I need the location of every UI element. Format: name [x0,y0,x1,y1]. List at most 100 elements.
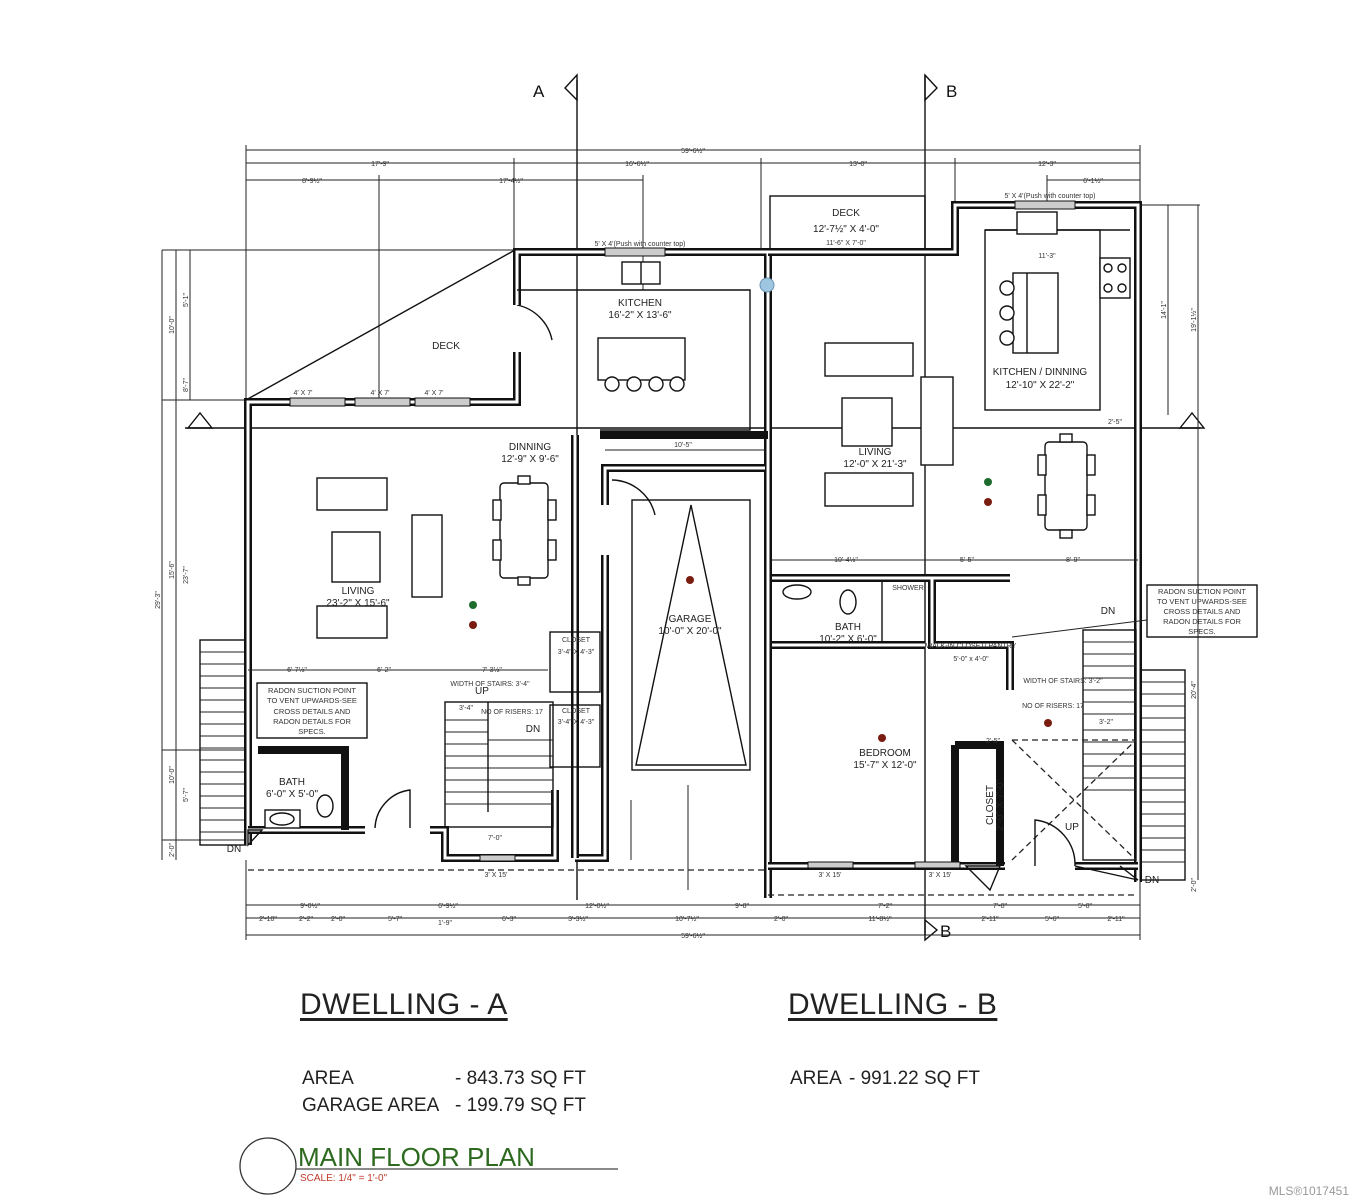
mls-watermark: MLS®1017451 [1268,1184,1349,1198]
bath-a-size: 6'-0" X 5'-0" [266,789,319,800]
radon-green-marker [984,478,992,486]
dim-label: 2'-0" [1191,878,1198,892]
dim-label: 2'-0" [331,916,345,923]
deck-b: DECK 12'-7½" X 4'-0" 11'-6" X 7'-0" [769,195,926,251]
dwelling-a-garage-value: - 199.79 SQ FT [455,1095,586,1116]
title-marker-circle [239,1137,297,1195]
radon-note-a: RADON SUCTION POINT TO VENT UPWARDS-SEE … [256,682,368,739]
kitchen-island [1012,272,1059,354]
dwelling-a-area-label: AREA [302,1068,354,1089]
dwelling-b-title: DWELLING - B [788,988,998,1021]
dim-label: 6'-1½" [1083,177,1103,185]
dwelling-b-area-label: AREA [790,1068,842,1089]
bottom-dimensions: 59'-6½" 9'-0½" 6'-9½" 12'-0½" 9'-8" 7'-2… [245,860,1141,940]
closet-label: CLOSET [562,637,591,644]
risers-label: NO OF RISERS: 17 [1022,703,1084,710]
bath-a-label: BATH [279,777,305,788]
kitchen-b-size: 12'-10" X 22'-2" [1006,380,1075,391]
garage-label: GARAGE [669,614,712,625]
dim-label: 20'-4" [1191,681,1198,699]
deck-a-label: DECK [432,341,460,352]
kitchen-a-label: KITCHEN [618,298,662,309]
radon-red-marker [984,498,992,506]
dim-label: 12'-0½" [585,902,609,910]
dim-label: 17'-4½" [499,177,523,185]
dim-label: 11'-8½" [868,915,892,923]
dim-label: 5'-7" [388,916,402,923]
section-b-label: B [946,82,957,101]
kitchen-island [597,337,686,381]
stairs-width-label: WIDTH OF STAIRS: 3'-4" [450,681,530,688]
dining-table-icon [499,482,549,579]
windows: 4' X 7' 4' X 7' 4' X 7' 5' X 4'(Push wit… [289,193,1096,879]
living-a-label: LIVING [342,586,375,597]
dim-label: 5'-1" [183,293,190,307]
bath-a: BATH 6'-0" X 5'-0" [264,777,411,829]
deck-b-label: DECK [832,208,860,219]
dim-label: 5'-7" [183,788,190,802]
living-b-size: 12'-0" X 21'-3" [843,459,907,470]
top-dimensions: 59'-6½" 17'-9" 16'-6½" 13'-0" 12'-3" 8'-… [245,145,1141,400]
dim-label: 19'-1½" [1190,308,1198,332]
outside-stairs-b: DN [1139,669,1186,886]
kitchen-a-size: 16'-2" X 13'-6" [608,310,672,321]
garage: GARAGE 10'-0" X 20'-0" [611,277,775,890]
dim-label: 2'-2" [299,916,313,923]
kitchen-a: KITCHEN 16'-2" X 13'-6" 10'-5" [517,261,765,451]
walkin-closet-label: WALK-IN CLOSET/ PANTRY [926,643,1017,650]
bath-b: SHOWER BATH 10'-2" X 6'-0" WALK-IN CLOSE… [782,580,1017,663]
sofa-icon [920,376,954,466]
dining-table-icon [1044,441,1088,531]
dwelling-b-area-value: - 991.22 SQ FT [849,1068,980,1089]
horizontal-section-line [185,411,1206,429]
closet-size: 3'-4" X 4'-3" [558,719,595,726]
meter-icon [759,277,775,293]
note-line: TO VENT UPWARDS-SEE [267,696,357,705]
dwelling-a-area-value: - 843.73 SQ FT [455,1068,586,1089]
garage-size: 10'-0" X 20'-0" [658,626,722,637]
window-label: 4' X 7' [370,390,389,397]
sofa-icon [411,514,443,598]
note-line: TO VENT UPWARDS-SEE [1157,597,1247,606]
dim-label: 8'-7" [183,378,190,392]
outside-stairs-a: DN [199,639,247,855]
dim-label: 12'-3" [1038,161,1056,168]
dim-label: 7'-3½" [482,666,502,674]
note-line: SPECS. [298,727,326,736]
dim-label: 2'-0" [169,843,176,857]
stairs-up-label: UP [475,686,489,697]
dim-label: 15'-6" [169,561,176,579]
bath-b-label: BATH [835,622,861,633]
dim-label: 8'-9½" [302,177,322,185]
sink-icon [782,584,812,600]
dim-label: 13'-0" [849,161,867,168]
dim-label: 2'-5" [1108,419,1122,426]
dim-label: 5'-5" [960,557,974,564]
stairs-a: WIDTH OF STAIRS: 3'-4" UP DN NO OF RISER… [444,681,554,842]
dim-overall-top: 59'-6½" [681,147,705,155]
dim-label: 10'-4½" [834,556,858,564]
dim-label: 9'-0½" [300,902,320,910]
dim-label: 10'-0" [169,316,176,334]
window-label: 3' X 15' [485,872,508,879]
dim-label: 14'-1" [1161,301,1168,319]
closet-size: 3'-4" X 4'-3" [558,649,595,656]
note-line: RADON SUCTION POINT [268,686,356,695]
stairs-down-label: DN [1145,875,1159,886]
stove-icon [1099,257,1131,299]
closet-b-size: 2'-0" X 7'-0" [995,779,1006,832]
closet-b-label: CLOSET [985,785,996,825]
coffee-table [841,397,893,447]
closets-a: CLOSET 3'-4" X 4'-3" CLOSET 3'-4" X 4'-3… [549,631,601,768]
radon-note-b: RADON SUCTION POINT TO VENT UPWARDS-SEE … [1011,584,1258,638]
dinning-a-label: DINNING [509,442,551,453]
shower-label: SHOWER [892,585,924,592]
deck-door-label: 11'-6" X 7'-0" [826,240,866,247]
dim-label: 3'-4" [459,705,473,712]
dim-label: 7'-8" [993,903,1007,910]
toilet-icon [316,794,334,818]
toilet-icon [839,589,857,615]
note-line: CROSS DETAILS AND [1164,607,1242,616]
dim-label: 23'-7" [183,566,190,584]
